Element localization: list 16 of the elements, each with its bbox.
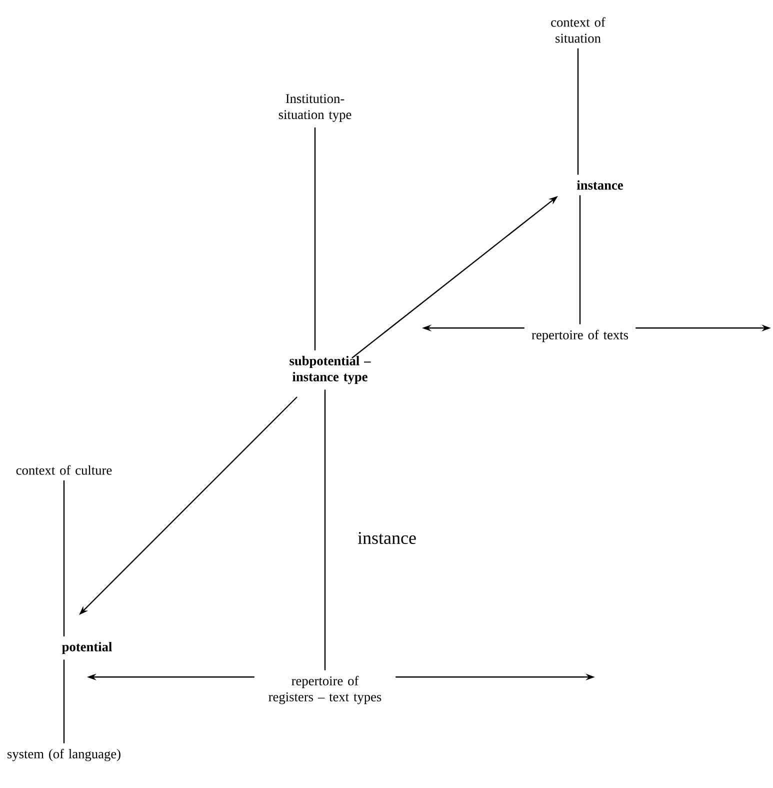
- connector-line: [577, 48, 579, 175]
- concept-label: Institution-situation type: [278, 94, 352, 122]
- connector-line: [63, 480, 65, 636]
- concept-label: context of situation: [551, 17, 606, 43]
- concept-label: repertoire of texts: [532, 330, 628, 342]
- connector-line: [314, 127, 316, 350]
- concept-label: system (of language): [8, 748, 120, 762]
- concept-label: context of culture: [16, 465, 112, 475]
- connector-line: [324, 390, 326, 670]
- connector-line: [63, 660, 65, 744]
- term-label: subpotential – instance type: [290, 356, 371, 384]
- text-label: instance: [358, 532, 416, 544]
- term-label: instance: [576, 180, 623, 190]
- connector-line: [579, 195, 581, 324]
- concept-label: repertoire of registers – text types: [268, 676, 382, 704]
- term-label: potential: [62, 642, 112, 654]
